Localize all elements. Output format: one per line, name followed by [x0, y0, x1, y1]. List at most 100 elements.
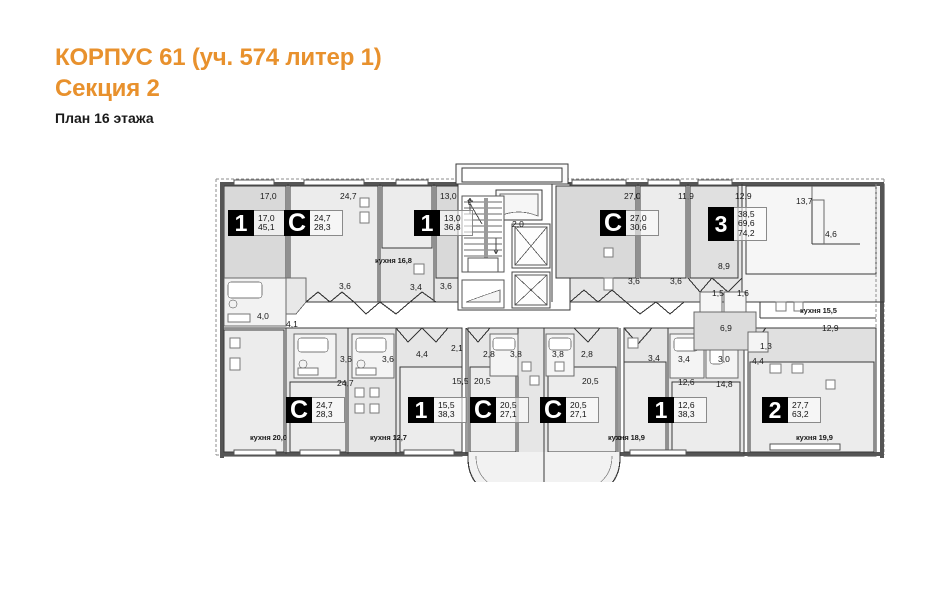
- apartment-type-marker: 1: [648, 397, 674, 423]
- apartment-area-living: 38,5: [738, 208, 755, 219]
- room-area-label: 6,9: [720, 323, 732, 333]
- room-area-label: 4,4: [752, 356, 764, 366]
- apartment-type-marker: 3: [708, 207, 734, 241]
- apartment-type-marker: 1: [408, 397, 434, 423]
- room-area-label: 4,0: [257, 311, 269, 321]
- room-area-label: 3,0: [718, 354, 730, 364]
- room-area-label: 2,1: [451, 343, 463, 353]
- apartment-area-living: 24,7: [314, 212, 331, 223]
- room-area-label: 15,5: [452, 376, 469, 386]
- room-area-label: 3,8: [510, 349, 522, 359]
- room-area-label: 20,5: [582, 376, 599, 386]
- room-area-label: 3,6: [382, 354, 394, 364]
- room-area-label: 13,7: [796, 196, 813, 206]
- room-area-label: 3,6: [340, 354, 352, 364]
- room-area-label: 2,8: [581, 349, 593, 359]
- room-area-label: 3,8: [552, 349, 564, 359]
- apartment-area-total: 28,3: [314, 222, 331, 232]
- apartment-area-total: 28,3: [316, 409, 333, 419]
- kitchen-area-label: кухня 19,9: [796, 433, 833, 442]
- apartment-type-marker: 1: [228, 210, 254, 236]
- apartment-area-total: 45,1: [258, 222, 275, 232]
- room-area-label: 3,4: [678, 354, 690, 364]
- room-area-label: 1,6: [737, 288, 749, 298]
- room-area-label: 3,6: [440, 281, 452, 291]
- apartment-type-marker: С: [540, 397, 566, 423]
- room-area-label: 1,5: [712, 288, 724, 298]
- room-area-label: 24,7: [337, 378, 354, 388]
- kitchen-area-label: кухня 12,7: [370, 433, 407, 442]
- room-area-label: 4,6: [825, 229, 837, 239]
- kitchen-area-label: кухня 18,9: [608, 433, 645, 442]
- room-area-label: 17,0: [260, 191, 277, 201]
- apartment-type-marker: 2: [762, 397, 788, 423]
- room-area-label: 3,4: [410, 282, 422, 292]
- apartment-area-total: 30,6: [630, 222, 647, 232]
- apartment-area-living: 17,0: [258, 212, 275, 223]
- kitchen-area-label: кухня 16,8: [375, 256, 412, 265]
- building-title: КОРПУС 61 (уч. 574 литер 1): [55, 44, 382, 71]
- apartment-area-living: 15,5: [438, 399, 455, 410]
- apartment-type-marker: С: [600, 210, 626, 236]
- room-area-label: 1,3: [760, 341, 772, 351]
- apartment-area-living: 13,0: [444, 212, 461, 223]
- apartment-type-marker: С: [286, 397, 312, 423]
- room-area-label: 8,9: [718, 261, 730, 271]
- room-area-label: 11,9: [678, 191, 694, 201]
- room-area-label: 2,0: [512, 219, 524, 229]
- room-area-label: 3,4: [648, 353, 660, 363]
- room-area-label: 24,7: [340, 191, 357, 201]
- floor-title: План 16 этажа: [55, 110, 154, 126]
- kitchen-area-label: кухня 20,0: [250, 433, 287, 442]
- kitchen-area-label: кухня 15,5: [800, 306, 837, 315]
- apartment-area-living: 24,7: [316, 399, 333, 410]
- apartment-area-total: 38,3: [678, 409, 695, 419]
- section-title: Секция 2: [55, 75, 160, 102]
- room-area-label: 27,0: [624, 191, 641, 201]
- apartment-type-marker: 1: [414, 210, 440, 236]
- apartment-area-living: 12,6: [678, 399, 695, 410]
- room-area-label: 3,6: [628, 276, 640, 286]
- apartment-area-mid: 69,6: [738, 218, 755, 229]
- plan-heading: КОРПУС 61 (уч. 574 литер 1) Секция 2 Пла…: [55, 44, 382, 127]
- room-area-label: 4,1: [286, 319, 298, 329]
- room-area-label: 12,9: [735, 191, 752, 201]
- apartment-area-living: 20,5: [570, 399, 587, 410]
- floor-plan-svg: [215, 163, 885, 482]
- room-area-label: 12,9: [822, 323, 839, 333]
- apartment-area-total: 74,2: [738, 227, 755, 238]
- room-area-label: 2,8: [483, 349, 495, 359]
- apartment-type-marker: С: [470, 397, 496, 423]
- room-area-label: 14,8: [716, 379, 733, 389]
- apartment-area-living: 27,0: [630, 212, 647, 223]
- room-area-label: 4,4: [416, 349, 428, 359]
- apartment-area-living: 27,7: [792, 399, 809, 410]
- room-area-label: 20,5: [474, 376, 491, 386]
- apartment-area-total: 63,2: [792, 409, 809, 419]
- apartment-area-total: 36,8: [444, 222, 461, 232]
